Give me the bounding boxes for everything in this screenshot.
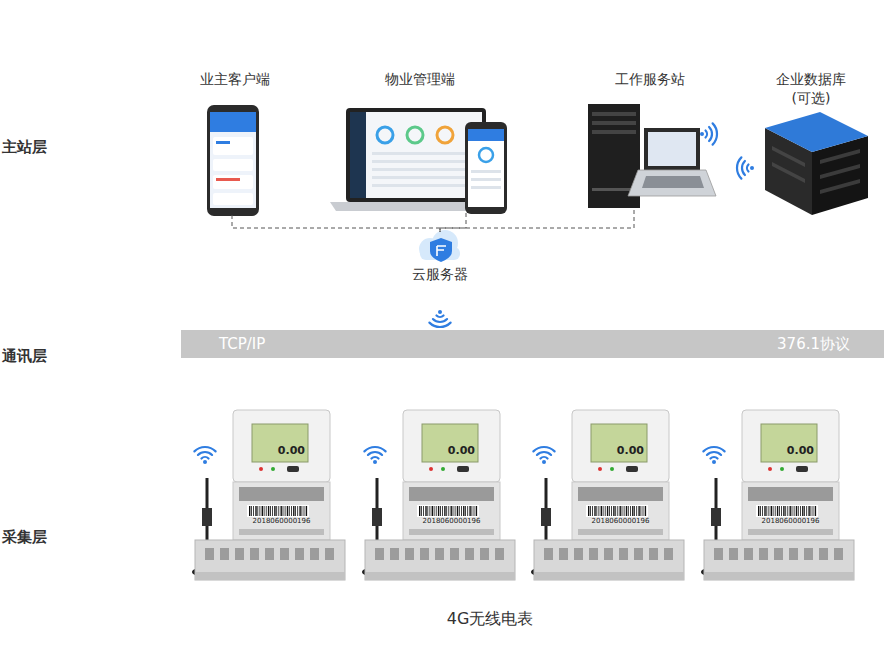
meter-illustration xyxy=(362,410,515,580)
device-box: 云服务器 xyxy=(405,232,475,288)
meter-reading: 2018060000196 xyxy=(586,517,655,526)
wifi-symbol xyxy=(429,310,450,327)
meter-reading: 0.00 xyxy=(423,444,475,459)
wifi-symbol xyxy=(194,447,215,464)
dashed-connector xyxy=(440,213,466,232)
phone-illustration xyxy=(207,105,259,216)
wifi-symbol xyxy=(700,123,717,144)
device-caption: 物业管理端 xyxy=(325,70,515,89)
meter-box: 0.00 2018060000196 xyxy=(742,410,839,580)
meter-reading: 0.00 xyxy=(762,444,814,459)
cloud-icon xyxy=(419,230,460,262)
device-caption: 云服务器 xyxy=(405,265,475,284)
database-illustration xyxy=(765,112,868,215)
protocol-label: 376.1协议 xyxy=(710,334,850,354)
dashed-connector xyxy=(440,210,634,232)
layer-label: 通讯层 xyxy=(2,347,62,366)
meter-box: 0.00 2018060000196 xyxy=(403,410,500,580)
protocol-band: TCP/IP 376.1协议 xyxy=(181,330,884,358)
layer-label: 采集层 xyxy=(2,528,62,547)
meter-illustration xyxy=(192,410,345,580)
wifi-symbol xyxy=(533,447,554,464)
meter-box: 0.00 2018060000196 xyxy=(233,410,330,580)
wifi-symbol xyxy=(364,447,385,464)
layer-label: 主站层 xyxy=(2,138,62,157)
meter-reading: 0.00 xyxy=(592,444,644,459)
device-box: 工作服务站 xyxy=(585,70,715,210)
device-box: 业主客户端 xyxy=(190,70,280,215)
protocol-label: TCP/IP xyxy=(219,334,359,354)
meter-reading: 2018060000196 xyxy=(247,517,316,526)
meter-reading: 2018060000196 xyxy=(756,517,825,526)
meter-illustration xyxy=(531,410,684,580)
device-caption: 企业数据库 (可选) xyxy=(768,70,854,108)
wifi-symbol xyxy=(737,157,754,178)
laptop-illustration xyxy=(330,108,507,214)
meter-illustration xyxy=(701,410,854,580)
device-caption: 工作服务站 xyxy=(585,70,715,89)
server-illustration xyxy=(588,104,716,208)
device-caption: 业主客户端 xyxy=(190,70,280,89)
meter-reading: 0.00 xyxy=(253,444,305,459)
dashed-connector xyxy=(232,215,440,232)
wifi-symbol xyxy=(703,447,724,464)
group-caption: 4G无线电表 xyxy=(390,609,590,630)
meter-reading: 2018060000196 xyxy=(417,517,486,526)
device-box: 物业管理端 xyxy=(325,70,515,213)
device-box: 企业数据库 (可选) xyxy=(768,70,854,220)
meter-box: 0.00 2018060000196 xyxy=(572,410,669,580)
